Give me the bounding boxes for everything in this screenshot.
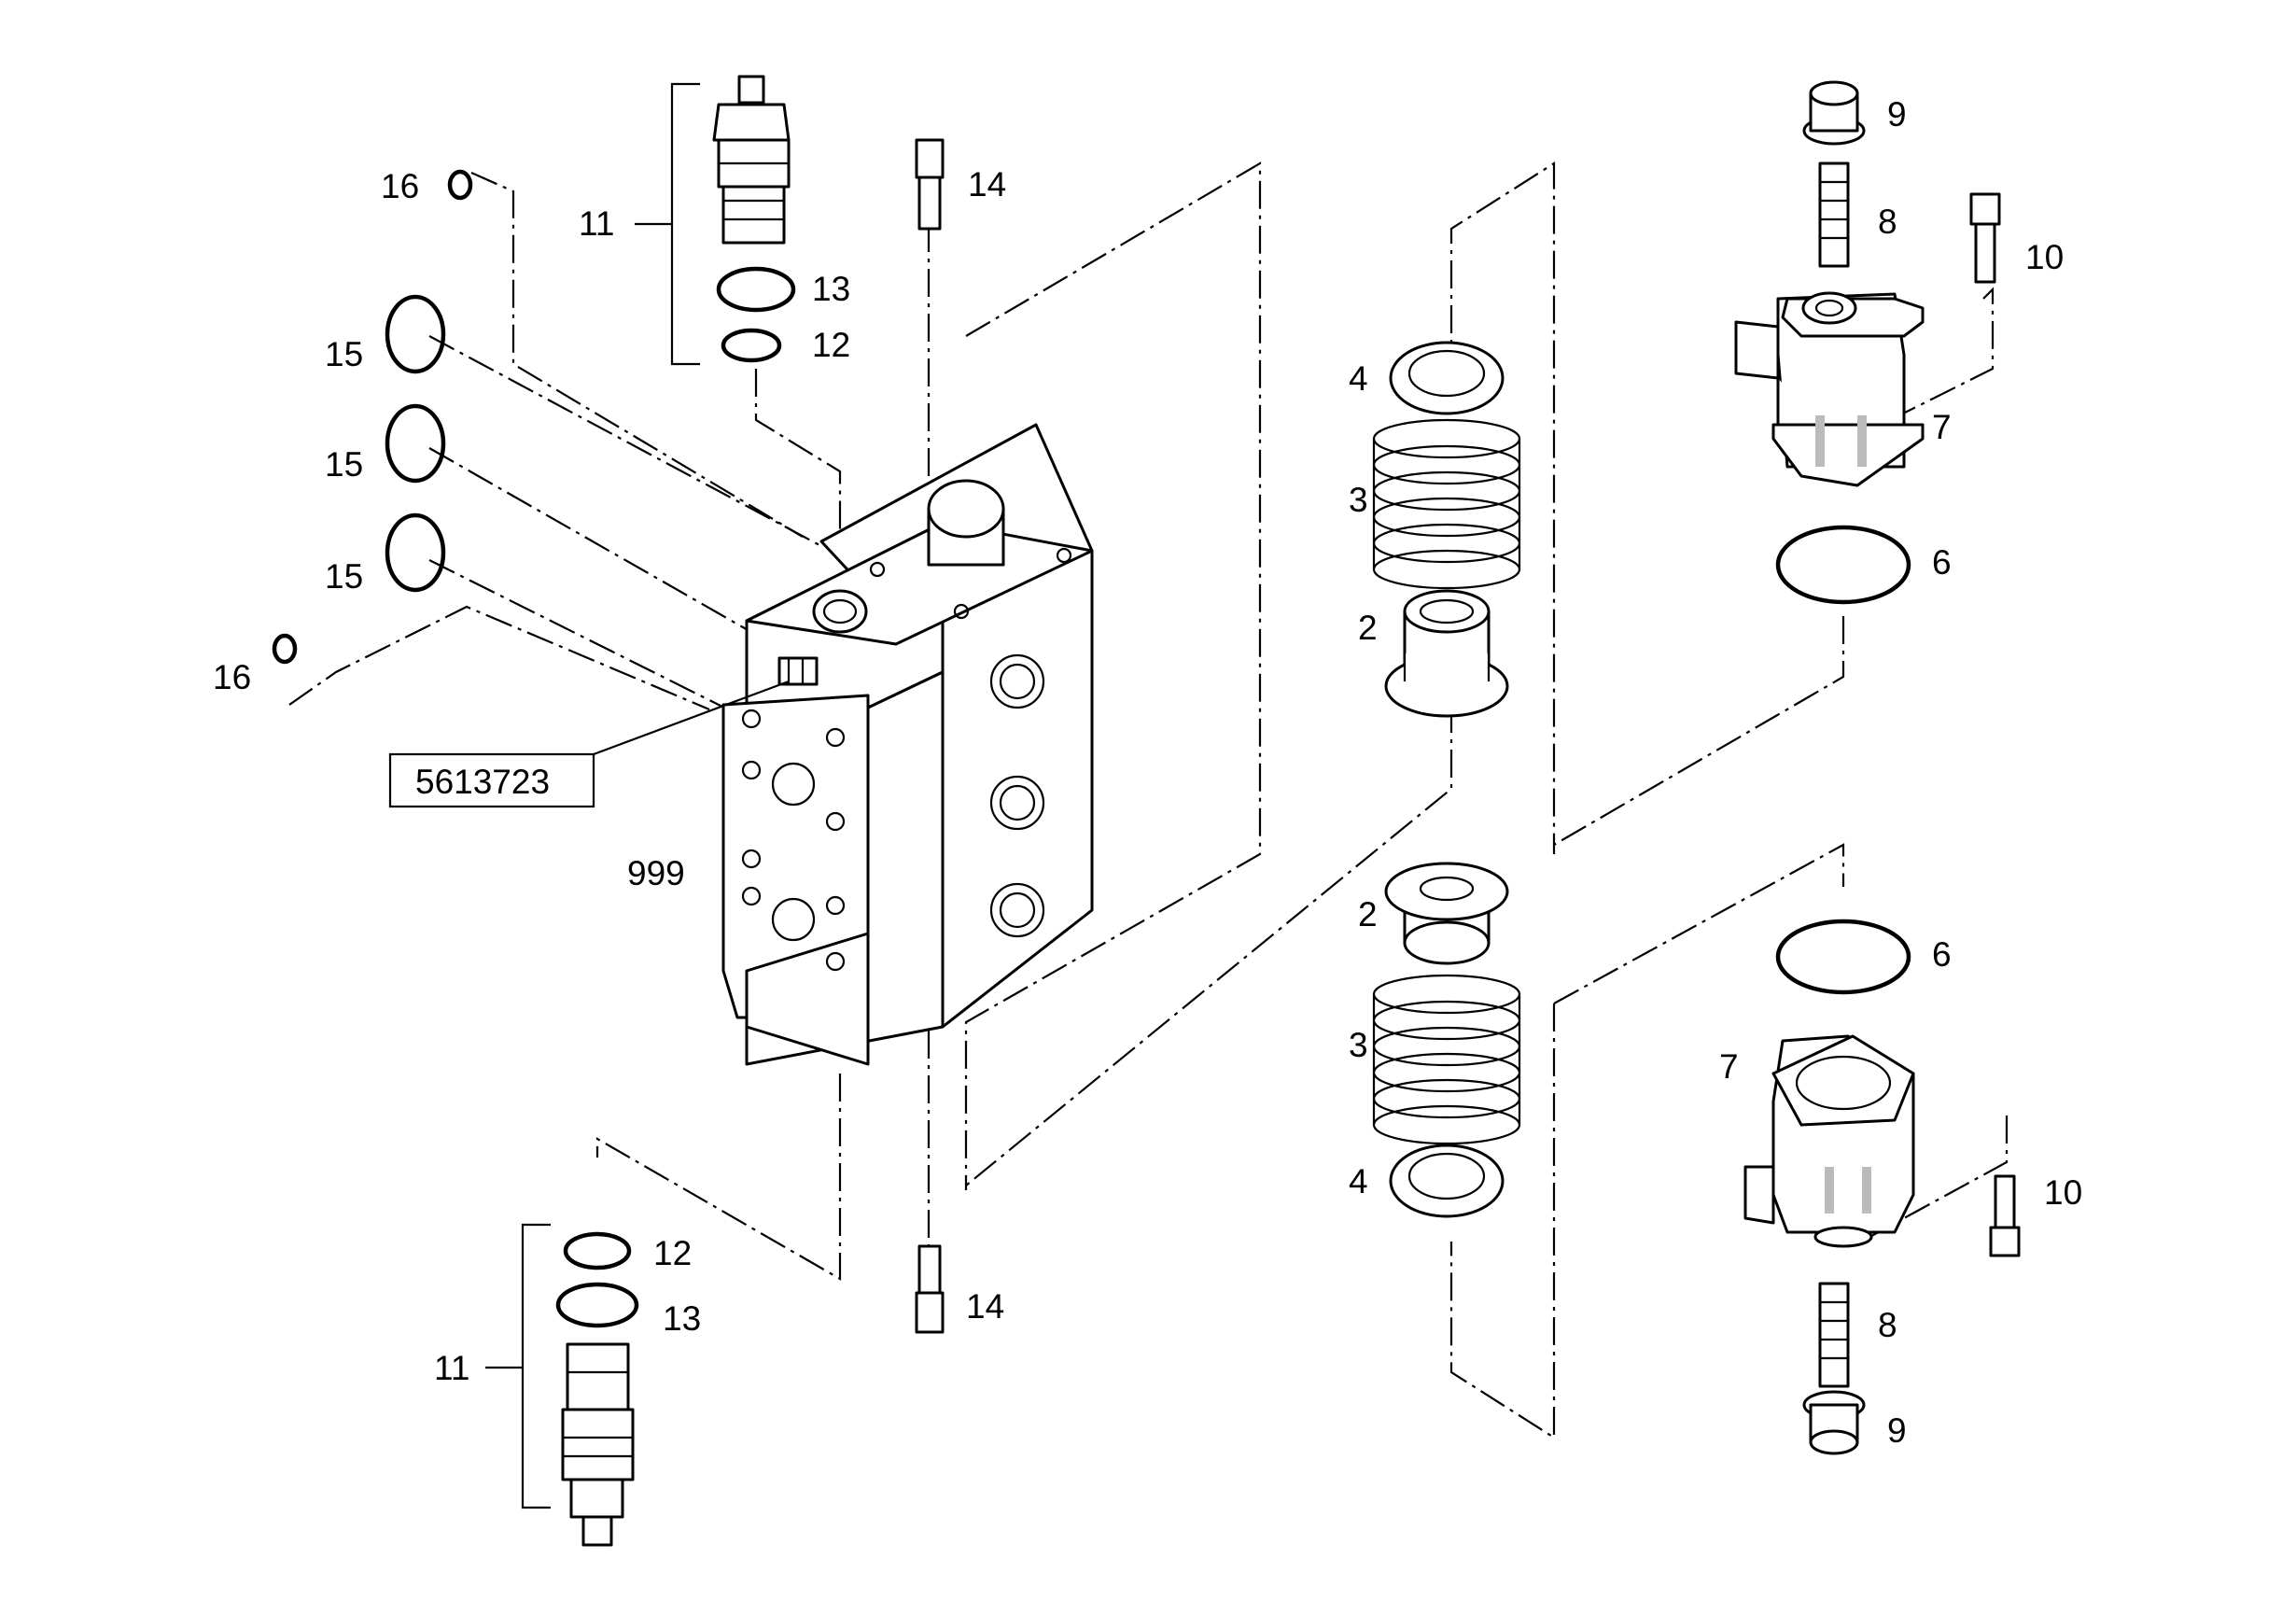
nut-9-top: [1802, 80, 1866, 146]
plug-screw-bottom: [915, 1244, 945, 1334]
o-ring-15-c: [385, 512, 446, 593]
callout-8-top: 8: [1878, 203, 1897, 241]
spool-cup-2-upper: [1384, 589, 1509, 718]
callout-7-bottom: 7: [1719, 1047, 1739, 1086]
o-ring-6-top: [1775, 525, 1911, 605]
callout-9-top: 9: [1887, 95, 1907, 133]
label-leaders: [485, 222, 672, 1369]
cover-7-bottom: [1743, 1034, 1915, 1248]
reference-box-text: 5613723: [415, 763, 550, 801]
callout-8-bottom: 8: [1878, 1306, 1897, 1344]
cartridge-valve-bottom: [561, 1342, 635, 1547]
callout-14-bottom: 14: [966, 1287, 1004, 1326]
callout-labels: 11 13 12 14 16 15 15 15 16 5613723 999 4…: [213, 95, 2082, 1450]
o-ring-6-bottom: [1775, 919, 1911, 995]
reference-box: [388, 680, 790, 808]
o-ring-15-b: [385, 403, 446, 484]
callout-13-bottom: 13: [663, 1299, 701, 1338]
callout-14-top: 14: [968, 165, 1006, 204]
nut-9-bottom: [1802, 1390, 1866, 1455]
cover-7-top: [1734, 291, 1925, 487]
stud-8-top: [1818, 161, 1850, 268]
callout-7-top: 7: [1932, 408, 1952, 446]
callout-11-top: 11: [579, 204, 614, 243]
o-ring-12-bottom: [563, 1231, 632, 1270]
spring-3-upper: [1372, 418, 1521, 590]
callout-15-b: 15: [325, 445, 363, 484]
callout-12-bottom: 12: [653, 1234, 692, 1272]
o-ring-13-top: [716, 266, 796, 313]
callout-13-top: 13: [812, 270, 850, 308]
cartridge-valve-top: [712, 75, 791, 245]
callout-2-upper: 2: [1358, 609, 1378, 647]
callout-3-lower: 3: [1349, 1026, 1368, 1064]
callout-15-c: 15: [325, 557, 363, 596]
callout-15-a: 15: [325, 335, 363, 373]
callout-10-bottom: 10: [2044, 1173, 2082, 1212]
callout-16-bottom: 16: [213, 658, 251, 696]
callout-6-top: 6: [1932, 543, 1952, 582]
o-ring-12-top: [721, 328, 782, 363]
callout-10-top: 10: [2025, 238, 2064, 276]
screw-10-top: [1969, 192, 2001, 284]
callout-4-lower: 4: [1349, 1162, 1368, 1200]
dash-dot-leader-lines: [288, 161, 2009, 1440]
washer-4-upper: [1389, 341, 1505, 415]
small-o-ring-16-bottom: [272, 633, 298, 665]
callout-12-top: 12: [812, 326, 850, 364]
assembly-label: 999: [627, 854, 685, 892]
bracket-11-top: [670, 82, 700, 366]
stud-8-bottom: [1818, 1282, 1850, 1388]
valve-block: [721, 423, 1094, 1066]
callout-16-top: 16: [381, 167, 419, 205]
plug-screw-top: [915, 138, 945, 231]
spool-cup-2-lower: [1384, 862, 1509, 965]
spring-3-lower: [1372, 974, 1521, 1145]
washer-4-lower: [1389, 1144, 1505, 1218]
o-ring-13-bottom: [555, 1282, 639, 1328]
callout-9-bottom: 9: [1887, 1411, 1907, 1450]
callout-4-upper: 4: [1349, 359, 1368, 398]
callout-2-lower: 2: [1358, 895, 1378, 933]
small-o-ring-16-top: [447, 169, 473, 201]
bracket-11-bottom: [521, 1223, 551, 1509]
screw-10-bottom: [1989, 1174, 2021, 1257]
callout-6-bottom: 6: [1932, 935, 1952, 974]
callout-11-bottom: 11: [434, 1349, 469, 1387]
callout-3-upper: 3: [1349, 481, 1368, 519]
o-ring-15-a: [385, 294, 446, 374]
